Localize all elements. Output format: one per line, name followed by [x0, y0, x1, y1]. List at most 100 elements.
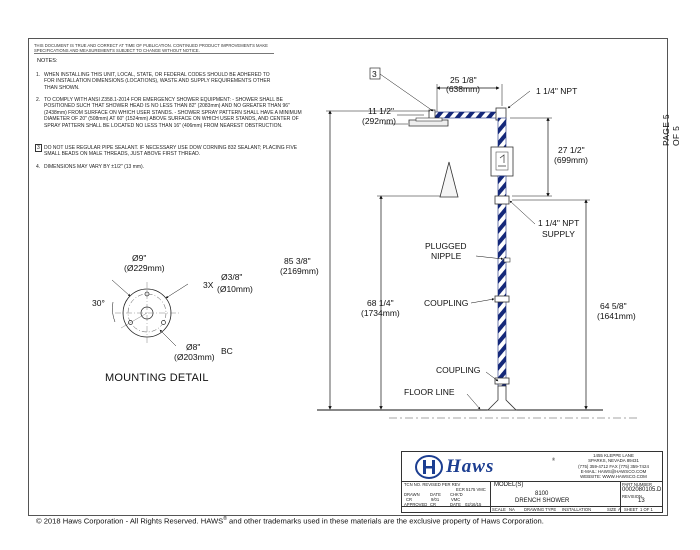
registered-mark: ® — [223, 516, 227, 522]
note-4: 4. DIMENSIONS MAY VARY BY ±1/2" (13 mm). — [36, 164, 284, 170]
valve-sign — [495, 151, 509, 171]
bolt-circle-leader — [159, 329, 177, 347]
lower-coupling — [494, 377, 510, 385]
tb-revision-row: TCN NO. REVISED PER REV — [404, 482, 461, 487]
coupling-lower-leader — [485, 371, 499, 382]
plugged-label: PLUGGED — [425, 241, 467, 251]
hole-dia-mm-label: (Ø10mm) — [217, 284, 253, 294]
angle-arc — [112, 301, 116, 323]
notes-title: NOTES: — [37, 58, 58, 64]
tb-date: 9/01 — [431, 497, 440, 502]
tb-divider — [402, 506, 662, 507]
top-width-mm-label: (638mm) — [446, 84, 481, 94]
head-height-label: 68 1/4" — [367, 298, 394, 308]
tb-revision-row-b: ECR 5175 VMC — [456, 487, 486, 492]
head-drop-label: 11 1/2" — [368, 106, 395, 116]
address-line: WEBSITE: WWW.HAWSCO.COM — [580, 474, 647, 480]
copyright-text: © 2018 Haws Corporation - All Rights Res… — [36, 516, 224, 526]
note-3: 3 DO NOT USE REGULAR PIPE SEALANT. IF NE… — [35, 144, 306, 158]
top-width-label: 25 1/8" — [450, 75, 477, 85]
tb-part-number: 0002080105.D — [622, 487, 662, 493]
trademark-text: and other trademarks used in these mater… — [226, 516, 544, 526]
tb-divider — [620, 481, 621, 512]
tb-scale: NA — [509, 507, 515, 512]
tb-size-label: SIZE — [607, 507, 617, 512]
hole-dia-leader — [165, 283, 189, 299]
note-number: 4. — [36, 164, 41, 170]
supply-npt-label: 1 1/4" NPT — [538, 218, 580, 228]
tb-drawing-type-label: DRAWING TYPE — [524, 507, 557, 512]
supply-tee — [494, 195, 510, 205]
vertical-pipe-lower — [497, 175, 507, 387]
tb-revision: 13 — [638, 498, 645, 504]
valve-drop-mm-label: (699mm) — [554, 155, 589, 165]
address-line: SPARKS, NEVADA 89431 — [588, 458, 639, 464]
tb-approved: APPROVED — [404, 502, 428, 507]
note-text: TO COMPLY WITH ANSI Z358.1-2014 FOR EMER… — [44, 97, 302, 129]
floor-line-leader — [466, 393, 481, 410]
coupling-upper-leader — [470, 298, 495, 304]
horizontal-pipe — [431, 111, 504, 119]
callout-3-leader — [379, 73, 434, 112]
tb-model-label: MODEL(S) — [494, 482, 524, 488]
valve-drop-label: 27 1/2" — [558, 145, 585, 155]
supply-height-mm-label: (1641mm) — [597, 311, 636, 321]
plugged-nipple-leader — [475, 255, 504, 261]
note-number-boxed: 3 — [35, 144, 42, 153]
address-line: E-MAIL: HAWS@HAWSCO.COM — [580, 468, 647, 474]
disclaimer-text: THIS DOCUMENT IS TRUE AND CORRECT AT TIM… — [34, 43, 268, 53]
supply-height-label: 64 5/8" — [600, 301, 627, 311]
tb-model: 8100 — [535, 491, 549, 497]
note-1: 1. WHEN INSTALLING THIS UNIT, LOCAL, STA… — [36, 72, 276, 91]
note-number: 2. — [36, 97, 41, 103]
note-text: DIMENSIONS MAY VARY BY ±1/2" (13 mm). — [44, 164, 145, 170]
company-address: 1455 KLEPPE LANE SPARKS, NEVADA 89431 (7… — [565, 453, 662, 479]
plugged-nipple — [503, 257, 511, 263]
valve-sign-figure — [498, 154, 506, 167]
tb-date2: 02/16/15 — [465, 502, 482, 507]
bolt-circle-mm-label: (Ø203mm) — [174, 352, 215, 362]
tb-drawing-type: INSTALLATION — [562, 507, 592, 512]
note-text: DO NOT USE REGULAR PIPE SEALANT. IF NECE… — [44, 145, 298, 158]
tb-chkd: CHK'D — [450, 492, 463, 497]
angle-label: 30° — [92, 298, 105, 308]
spray-cone — [439, 161, 459, 198]
top-npt-label: 1 1/4" NPT — [536, 86, 578, 96]
haws-logo-text: Haws — [446, 456, 495, 477]
mounting-hole — [161, 320, 166, 325]
hole-dia-label: Ø3/8" — [221, 272, 243, 282]
haws-logo: Haws ® — [402, 452, 562, 481]
upper-coupling — [494, 295, 510, 303]
tb-date-label: DATE — [430, 492, 441, 497]
tb-date2-label: DATE — [450, 502, 461, 507]
npt-top-leader — [507, 90, 531, 109]
title-block: Haws ® 1455 KLEPPE LANE SPARKS, NEVADA 8… — [401, 451, 663, 513]
angle-line — [120, 312, 148, 329]
tb-description: DRENCH SHOWER — [515, 498, 570, 504]
note-text: WHEN INSTALLING THIS UNIT, LOCAL, STATE,… — [44, 72, 271, 91]
dia-outer-leader — [111, 279, 131, 297]
nipple-label: NIPPLE — [431, 251, 462, 261]
coupling-lower-label: COUPLING — [436, 365, 481, 375]
bc-label: BC — [221, 346, 233, 356]
callout-3-label: 3 — [372, 69, 377, 79]
head-drop-mm-label: (292mm) — [362, 116, 397, 126]
tb-part-number-label: PART NUMBER — [622, 482, 653, 487]
floor-flange — [487, 385, 517, 411]
supply-leader — [509, 200, 536, 225]
dia-outer-mm-label: (Ø229mm) — [124, 263, 165, 273]
tb-revision-label: REVISION — [622, 494, 643, 499]
tb-drawn: DRAWN — [404, 492, 420, 497]
bolt-circle-label: Ø8" — [186, 342, 201, 352]
holes-qty-label: 3X — [203, 280, 214, 290]
shower-head-top — [415, 117, 443, 122]
tb-drawn-by: CR — [406, 497, 413, 502]
note-2: 2. TO COMPLY WITH ANSI Z358.1-2014 FOR E… — [36, 97, 302, 129]
tb-divider — [490, 481, 491, 512]
address-line: 1455 KLEPPE LANE — [593, 453, 634, 458]
disclaimer-divider — [34, 53, 274, 54]
vertical-pipe-upper — [497, 117, 507, 149]
copyright-footer: © 2018 Haws Corporation - All Rights Res… — [36, 516, 544, 526]
haws-logo-icon — [415, 455, 443, 479]
